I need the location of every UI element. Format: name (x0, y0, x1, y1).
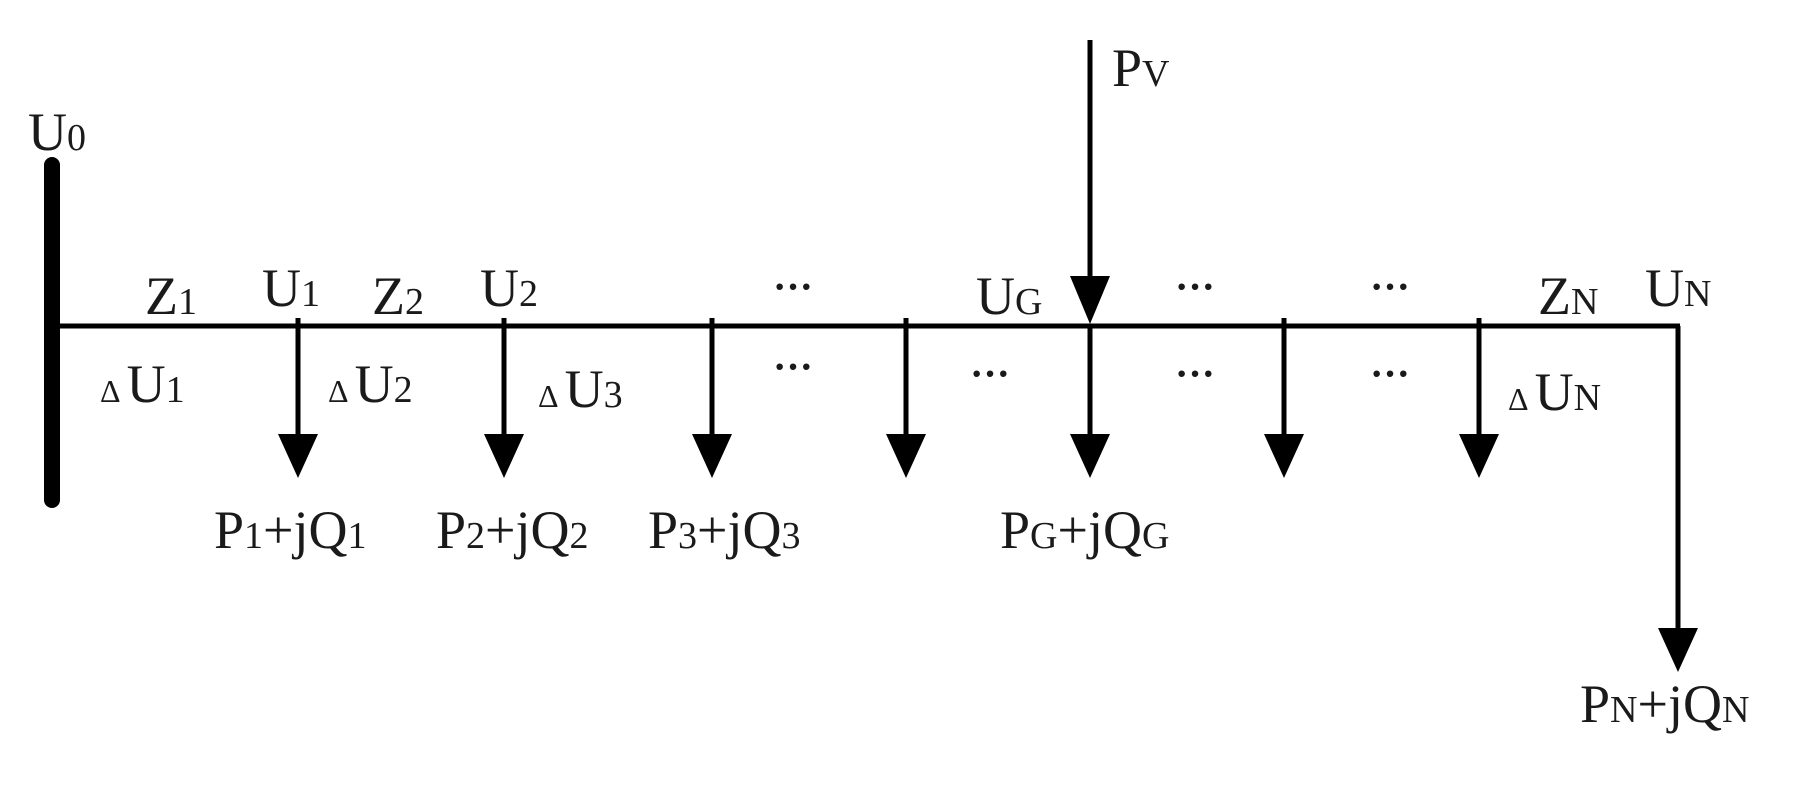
load-branch-6 (1264, 318, 1304, 478)
label-z1: Z1 (145, 266, 197, 326)
arrow-down-icon (278, 434, 318, 478)
pv-injection-arrow (1070, 40, 1110, 324)
load-branch-2 (484, 318, 524, 478)
arrow-down-icon (484, 434, 524, 478)
ellipsis-mid-3: ··· (1175, 351, 1215, 396)
arrow-down-icon (692, 434, 732, 478)
label-z2: Z2 (372, 266, 424, 326)
label-load-2: P2+jQ2 (436, 500, 589, 560)
label-u0: U0 (28, 102, 86, 162)
ellipsis-top-2: ··· (1175, 264, 1215, 309)
ellipsis-mid-2: ··· (970, 351, 1010, 396)
arrow-down-icon (1658, 628, 1698, 672)
load-branch-4 (886, 318, 926, 478)
ellipsis-mid-1: ··· (773, 344, 813, 389)
arrow-down-icon (886, 434, 926, 478)
arrow-down-icon (1459, 434, 1499, 478)
ellipsis-mid-4: ··· (1370, 351, 1410, 396)
load-branch-1 (278, 318, 318, 478)
load-branch-g (1070, 326, 1110, 478)
label-u2: U2 (480, 258, 538, 318)
label-load-g: PG+jQG (1000, 500, 1169, 560)
load-branch-n (1658, 326, 1698, 672)
load-branch-3 (692, 318, 732, 478)
arrow-down-icon (1264, 434, 1304, 478)
label-load-1: P1+jQ1 (214, 500, 367, 560)
arrow-down-icon (1070, 434, 1110, 478)
load-branch-7 (1459, 318, 1499, 478)
label-load-n: PN+jQN (1580, 674, 1749, 734)
label-zn: ZN (1538, 266, 1598, 326)
label-load-3: P3+jQ3 (648, 500, 801, 560)
arrow-down-icon (1070, 276, 1110, 324)
label-ug: UG (976, 266, 1042, 326)
label-un: UN (1645, 258, 1711, 318)
label-u1: U1 (262, 258, 320, 318)
label-pv: PV (1112, 38, 1170, 98)
ellipsis-top-3: ··· (1370, 264, 1410, 309)
ellipsis-top-1: ··· (773, 264, 813, 309)
